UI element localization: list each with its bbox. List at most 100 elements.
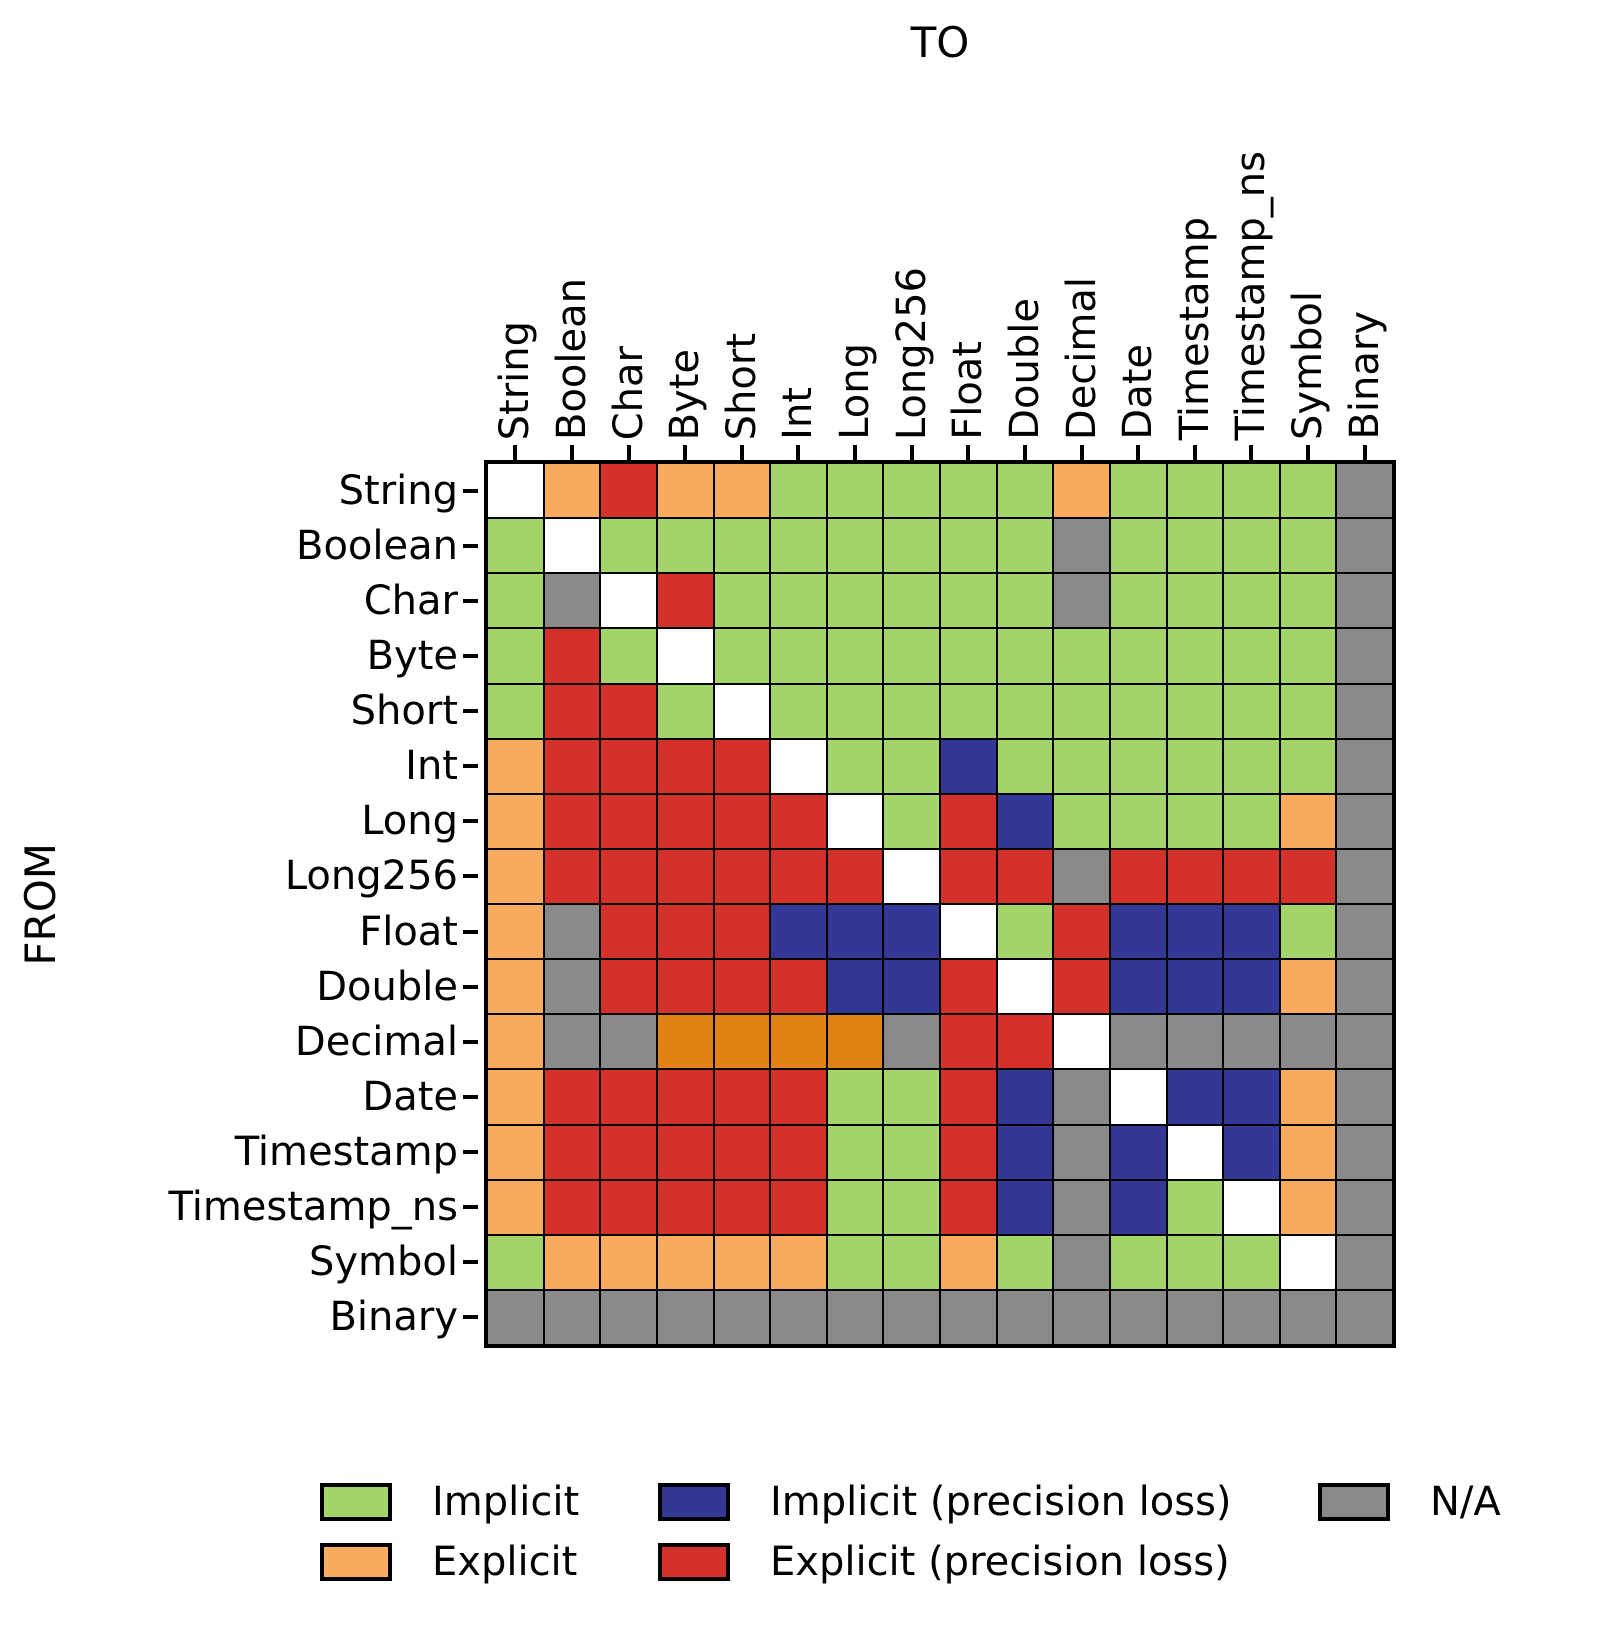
x-tick-mark bbox=[1306, 445, 1311, 460]
cell-Double-to-Float bbox=[940, 959, 997, 1015]
cell-Short-to-Char bbox=[600, 683, 657, 739]
cell-Float-to-Date bbox=[1109, 904, 1167, 960]
row-label-Double: Double bbox=[316, 963, 458, 1010]
cell-Double-to-Char bbox=[600, 959, 657, 1015]
cell-Char-to-Double bbox=[996, 573, 1054, 629]
cell-Binary-to-Float bbox=[940, 1289, 997, 1345]
x-tick-mark bbox=[626, 445, 631, 460]
cell-Byte-to-Char bbox=[600, 628, 657, 684]
cell-Timestamp-to-Long bbox=[826, 1124, 884, 1180]
cell-Char-to-Binary bbox=[1336, 573, 1393, 629]
x-tick-mark bbox=[1079, 445, 1084, 460]
cell-Long256-to-Long bbox=[826, 848, 884, 904]
cell-Long256-to-Timestamp_ns bbox=[1223, 848, 1280, 904]
cell-Long-to-Float bbox=[940, 793, 997, 849]
y-tick-mark bbox=[463, 1260, 478, 1265]
row-label-Date: Date bbox=[362, 1073, 458, 1120]
cell-Long256-to-Symbol bbox=[1279, 848, 1337, 904]
cell-Long256-to-Boolean bbox=[543, 848, 601, 904]
cell-Timestamp-to-Long256 bbox=[883, 1124, 940, 1180]
cell-Decimal-to-String bbox=[487, 1014, 544, 1070]
x-tick-mark bbox=[909, 445, 914, 460]
cell-Boolean-to-Binary bbox=[1336, 518, 1393, 574]
cell-Boolean-to-Byte bbox=[656, 518, 714, 574]
cell-Long-to-Char bbox=[600, 793, 657, 849]
cell-Float-to-Symbol bbox=[1279, 904, 1337, 960]
cell-Byte-to-Binary bbox=[1336, 628, 1393, 684]
cell-Decimal-to-Decimal bbox=[1053, 1014, 1110, 1070]
x-tick-mark bbox=[796, 445, 801, 460]
cell-Byte-to-Int bbox=[770, 628, 827, 684]
cell-Float-to-Timestamp_ns bbox=[1223, 904, 1280, 960]
legend-item-implicit-precision-loss: Implicit (precision loss) bbox=[658, 1480, 1232, 1524]
cell-Double-to-Byte bbox=[656, 959, 714, 1015]
cell-Binary-to-Long bbox=[826, 1289, 884, 1345]
cell-Decimal-to-Boolean bbox=[543, 1014, 601, 1070]
cell-Symbol-to-Long bbox=[826, 1234, 884, 1290]
cell-Long256-to-Timestamp bbox=[1166, 848, 1224, 904]
cell-Symbol-to-Timestamp_ns bbox=[1223, 1234, 1280, 1290]
cell-Short-to-Timestamp bbox=[1166, 683, 1224, 739]
y-tick-mark bbox=[463, 1150, 478, 1155]
cell-Double-to-Double bbox=[996, 959, 1054, 1015]
y-tick-mark bbox=[463, 984, 478, 989]
cell-Date-to-Symbol bbox=[1279, 1069, 1337, 1125]
cell-String-to-Long256 bbox=[883, 463, 940, 519]
cell-Timestamp_ns-to-Int bbox=[770, 1179, 827, 1235]
legend-label-explicit-precision-loss: Explicit (precision loss) bbox=[770, 1539, 1230, 1585]
y-tick-mark bbox=[463, 929, 478, 934]
cell-Timestamp_ns-to-String bbox=[487, 1179, 544, 1235]
cell-Timestamp-to-Boolean bbox=[543, 1124, 601, 1180]
column-tick-marks bbox=[487, 444, 1393, 460]
cell-Timestamp_ns-to-Date bbox=[1109, 1179, 1167, 1235]
cell-Long-to-Boolean bbox=[543, 793, 601, 849]
cell-Int-to-Date bbox=[1109, 738, 1167, 794]
cell-Int-to-Binary bbox=[1336, 738, 1393, 794]
cell-Long-to-Timestamp_ns bbox=[1223, 793, 1280, 849]
row-label-Float: Float bbox=[359, 908, 458, 955]
cell-Boolean-to-Double bbox=[996, 518, 1054, 574]
cell-Float-to-Float bbox=[940, 904, 997, 960]
cell-Decimal-to-Int bbox=[770, 1014, 827, 1070]
cell-Decimal-to-Timestamp bbox=[1166, 1014, 1224, 1070]
cell-Char-to-Float bbox=[940, 573, 997, 629]
x-tick-mark bbox=[853, 445, 858, 460]
cell-Boolean-to-Date bbox=[1109, 518, 1167, 574]
cell-Binary-to-Double bbox=[996, 1289, 1054, 1345]
cell-Short-to-Short bbox=[713, 683, 771, 739]
cell-Boolean-to-String bbox=[487, 518, 544, 574]
row-label-Symbol: Symbol bbox=[308, 1239, 458, 1286]
cell-Int-to-Timestamp_ns bbox=[1223, 738, 1280, 794]
cell-Date-to-Char bbox=[600, 1069, 657, 1125]
cell-Byte-to-Float bbox=[940, 628, 997, 684]
row-label-Long256: Long256 bbox=[284, 853, 458, 900]
cell-Binary-to-Boolean bbox=[543, 1289, 601, 1345]
cell-Date-to-Timestamp_ns bbox=[1223, 1069, 1280, 1125]
cell-Int-to-Byte bbox=[656, 738, 714, 794]
cell-String-to-Symbol bbox=[1279, 463, 1337, 519]
cell-Timestamp_ns-to-Symbol bbox=[1279, 1179, 1337, 1235]
x-tick-mark bbox=[683, 445, 688, 460]
cell-String-to-Int bbox=[770, 463, 827, 519]
y-tick-mark bbox=[463, 1094, 478, 1099]
cell-Short-to-Boolean bbox=[543, 683, 601, 739]
cell-Date-to-Int bbox=[770, 1069, 827, 1125]
cell-Double-to-Decimal bbox=[1053, 959, 1110, 1015]
cell-Int-to-Short bbox=[713, 738, 771, 794]
legend-item-implicit: Implicit bbox=[320, 1480, 579, 1524]
cell-Binary-to-Int bbox=[770, 1289, 827, 1345]
cell-Boolean-to-Long bbox=[826, 518, 884, 574]
legend-swatch-explicit-precision-loss bbox=[658, 1543, 730, 1581]
col-label-Timestamp_ns: Timestamp_ns bbox=[1228, 150, 1275, 440]
cell-Timestamp-to-Date bbox=[1109, 1124, 1167, 1180]
col-label-Binary: Binary bbox=[1341, 311, 1388, 440]
cell-Timestamp-to-Timestamp_ns bbox=[1223, 1124, 1280, 1180]
x-tick-mark bbox=[1192, 445, 1197, 460]
cell-Char-to-Long256 bbox=[883, 573, 940, 629]
cell-Binary-to-Timestamp_ns bbox=[1223, 1289, 1280, 1345]
cell-Timestamp_ns-to-Double bbox=[996, 1179, 1054, 1235]
row-label-Long: Long bbox=[361, 798, 458, 845]
cell-Byte-to-Timestamp bbox=[1166, 628, 1224, 684]
cell-Char-to-Byte bbox=[656, 573, 714, 629]
